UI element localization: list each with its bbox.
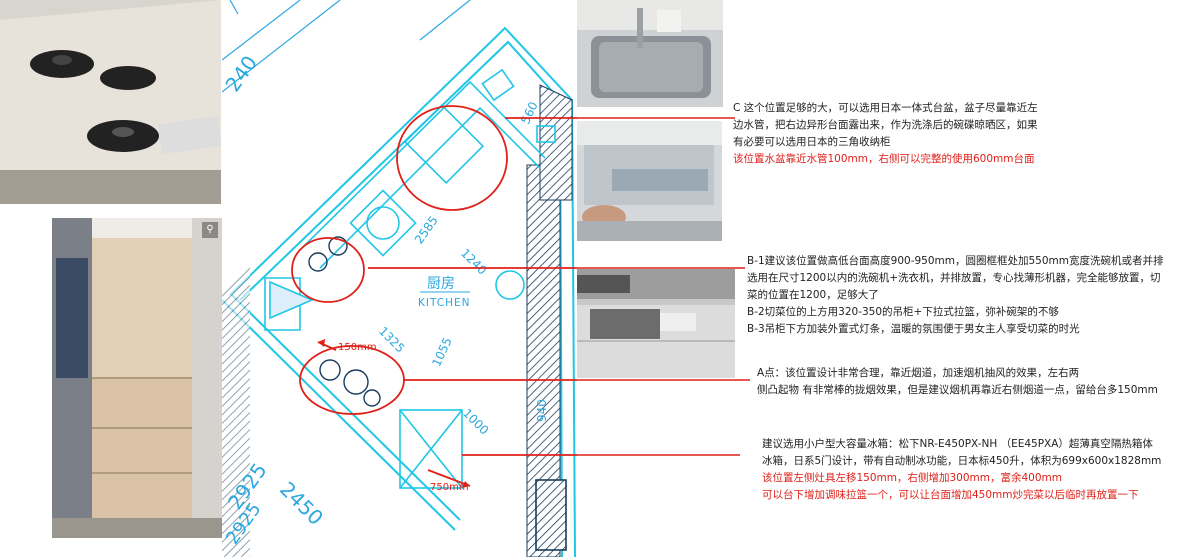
cooktop-cabinet-photo	[560, 269, 735, 378]
note-a-line-2: 侧凸起物 有非常棒的拢烟效果，但是建议烟机再靠近右侧烟道一点，留给台多150mm	[757, 384, 1158, 396]
note-c-line-2: 边水管，把右边异形台面露出来，作为洗涤后的碗碟晾晒区，如果	[733, 119, 1038, 131]
note-fridge-red-1: 该位置左侧灶具左移150mm，右侧增加300mm，富余400mm	[762, 472, 1062, 484]
dim-940: 940	[535, 399, 549, 422]
gas-stove-photo	[0, 0, 221, 204]
kitchen-label-en: KITCHEN	[418, 297, 471, 309]
dim-750mm: 750mm	[430, 482, 469, 493]
annotation-leader-lines	[577, 117, 750, 456]
sink-photo	[577, 0, 723, 107]
note-b: B-1建议该位置做高低台面高度900-950mm，圆圈框框处加550mm宽度洗碗…	[747, 253, 1164, 338]
kitchen-floor-plan: 240 2585 1240 560 1325 1055 1000 940 292…	[222, 0, 577, 557]
refrigerator-photo: ⚲	[52, 218, 222, 538]
kitchen-label-cn: 厨房	[427, 276, 455, 292]
note-a-line-1: A点：该位置设计非常合理，靠近烟道，加速烟机抽风的效果，左右两	[757, 367, 1080, 379]
note-c-line-3: 有必要可以选用日本的三角收纳柜	[733, 136, 891, 148]
dish-rack-photo	[576, 121, 722, 241]
note-c: C 这个位置足够的大，可以选用日本一体式台盆，盆子尽量靠近左 边水管，把右边异形…	[733, 100, 1038, 168]
note-b-line-3: 菜的位置在1200，足够大了	[747, 289, 879, 301]
note-b-line-1: B-1建议该位置做高低台面高度900-950mm，圆圈框框处加550mm宽度洗碗…	[747, 255, 1164, 267]
zoom-icon[interactable]: ⚲	[202, 222, 218, 238]
note-b-line-4: B-2切菜位的上方用320-350的吊柜+下拉式拉篮，弥补碗架的不够	[747, 306, 1059, 318]
dim-150mm: 150mm	[338, 342, 377, 353]
note-c-line-1: C 这个位置足够的大，可以选用日本一体式台盆，盆子尽量靠近左	[733, 102, 1038, 114]
note-fridge-line-1: 建议选用小户型大容量冰箱：松下NR-E450PX-NH （EE45PXA）超薄真…	[762, 438, 1153, 450]
note-c-red: 该位置水盆靠近水管100mm，右侧可以完整的使用600mm台面	[733, 153, 1035, 165]
note-a: A点：该位置设计非常合理，靠近烟道，加速烟机抽风的效果，左右两 侧凸起物 有非常…	[757, 365, 1158, 399]
note-fridge: 建议选用小户型大容量冰箱：松下NR-E450PX-NH （EE45PXA）超薄真…	[762, 436, 1161, 504]
note-b-line-5: B-3吊柜下方加装外置式灯条，温暖的氛围便于男女主人享受切菜的时光	[747, 323, 1080, 335]
note-fridge-red-2: 可以台下增加调味拉篮一个，可以让台面增加450mm炒完菜以后临时再放置一下	[762, 489, 1139, 501]
note-b-line-2: 选用在尺寸1200以内的洗碗机+洗衣机，并排放置，专心找薄形机器，完全能够放置，…	[747, 272, 1161, 284]
note-fridge-line-2: 冰箱，日系5门设计，带有自动制冰功能，日本标450升，体积为699x600x18…	[762, 455, 1162, 467]
